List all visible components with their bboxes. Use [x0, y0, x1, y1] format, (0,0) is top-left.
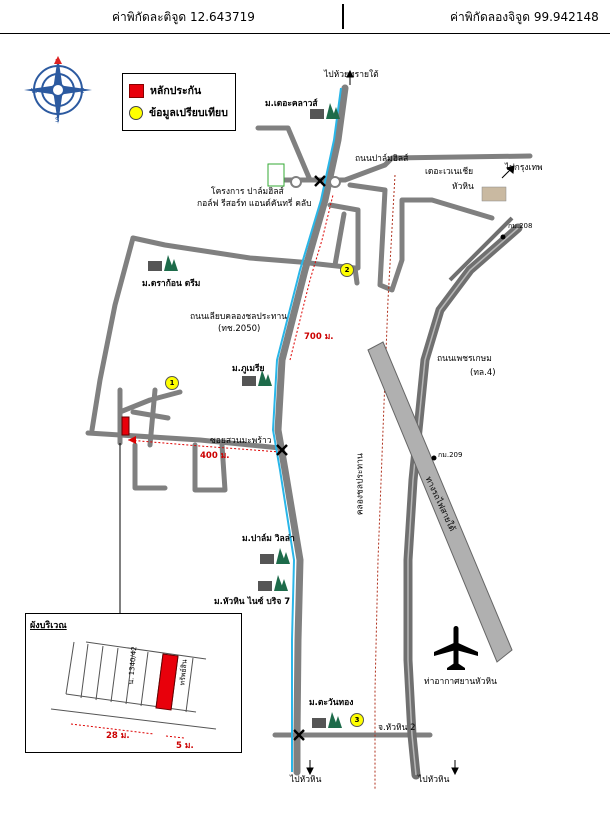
inset-dist-28: 28 ม.	[106, 731, 130, 741]
compass-s: S	[55, 116, 60, 124]
label-m-the-clover: ม.เดอะคลาวส์	[265, 99, 318, 109]
label-km209: กม.209	[438, 451, 463, 459]
label-dist-400: 400 ม.	[200, 451, 230, 461]
pillar-swatch	[129, 83, 144, 98]
label-to-bangkok: ไปกรุงเทพ	[505, 163, 543, 173]
compass-n: N	[55, 58, 60, 66]
label-m-palm-villa: ม.ปาล์ม วิลล่า	[242, 534, 295, 544]
inset-drawing	[50, 641, 217, 739]
intersection-marks	[276, 175, 326, 741]
label-jor-huahin-2: จ.หัวหิน 2	[378, 723, 416, 733]
comparison-pin-1[interactable]: 1	[165, 376, 179, 390]
label-to-huahin-2: ไปหัวหิน	[418, 775, 450, 785]
header-divider	[342, 4, 344, 29]
label-golf-resort: กอล์ฟ รีสอร์ท แอนด์คันทรี่ คลับ	[197, 199, 312, 209]
label-petchkasem-road: ถนนเพชรเกษม	[437, 354, 492, 364]
label-the-venetian: เดอะเวเนเชีย	[425, 167, 474, 177]
label-to-huahin-1: ไปหัวหิน	[290, 775, 322, 785]
legend-comparison-row: ข้อมูลเปรียบเทียบ	[129, 104, 228, 121]
site-plan-inset: ผังบริเวณ น. 1340/42 ทรัพย์สิน 28 ม. 5 ม…	[25, 613, 242, 753]
legend-pillar-row: หลักประกัน	[129, 82, 201, 99]
label-project-palm-hills: โครงการ ปาล์มฮิลส์	[211, 187, 284, 197]
label-chonprathan-road: ถนนเลียบคลองชลประทาน	[190, 312, 288, 322]
compass-w: W	[31, 87, 38, 95]
label-m-phuwaree: ม.ภูเมรีย	[232, 364, 265, 374]
railway-line	[374, 174, 396, 790]
village-icons	[148, 103, 507, 728]
airplane-icon	[434, 626, 478, 670]
compass-e: E	[80, 87, 84, 95]
label-hua-hin-top: หัวหิน	[452, 182, 474, 192]
comparison-pin-3[interactable]: 3	[350, 713, 364, 727]
label-irrigation-canal: คลองชลประทาน	[355, 453, 366, 516]
comparison-swatch	[129, 105, 143, 120]
inset-dist-5: 5 ม.	[176, 741, 194, 751]
coordinate-header: ค่าพิกัดละติจูด 12.643719 ค่าพิกัดลองจิจ…	[0, 0, 610, 34]
label-m-dragon-dream: ม.ดราก้อน ดรีม	[142, 279, 201, 289]
label-palm-hills-road: ถนนปาล์มฮิลส์	[355, 154, 409, 164]
label-tor-lor-2050: (ทช.2050)	[218, 324, 261, 334]
label-soi-suan-maprao: ซอยสวนมะพร้าว	[210, 436, 272, 446]
label-tor-lor-4: (ทล.4)	[470, 368, 496, 378]
legend: หลักประกัน ข้อมูลเปรียบเทียบ	[122, 73, 236, 131]
legend-pillar-label: หลักประกัน	[150, 85, 202, 97]
airport-runway	[367, 341, 513, 663]
compass-icon: N E S W	[24, 56, 92, 124]
longitude-text: ค่าพิกัดลองจิจูด 99.942148	[450, 10, 599, 24]
subject-pillar-marker	[121, 416, 130, 436]
label-to-huai-sai-tai: ไปห้วยทรายใต้	[324, 70, 379, 80]
inset-title: ผังบริเวณ	[30, 621, 67, 631]
latitude-text: ค่าพิกัดละติจูด 12.643719	[112, 10, 255, 24]
inset-subject-plot	[155, 653, 179, 711]
label-km208: กม.208	[508, 222, 533, 230]
canal-line	[271, 87, 342, 772]
label-dist-700: 700 ม.	[304, 332, 334, 342]
label-m-huahin-nine: ม.หัวหิน ไนซ์ บริจ 7	[214, 597, 291, 607]
petchkasem-highway	[403, 223, 523, 780]
legend-comparison-label: ข้อมูลเปรียบเทียบ	[149, 107, 228, 119]
comparison-pin-2[interactable]: 2	[340, 263, 354, 277]
label-m-wanthong: ม.ตะวันทอง	[309, 698, 354, 708]
label-airport: ท่าอากาศยานหัวหิน	[424, 677, 497, 687]
